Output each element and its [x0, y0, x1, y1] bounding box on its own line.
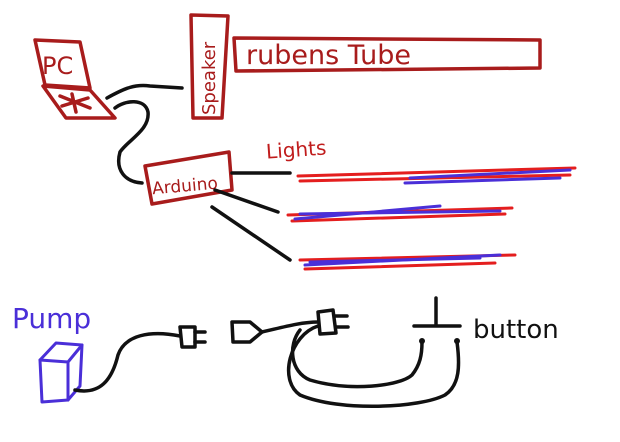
pump-label: Pump	[12, 302, 91, 335]
plug-1	[178, 325, 207, 349]
speaker-box	[189, 13, 230, 120]
rubens-tube-label: rubens Tube	[246, 40, 411, 71]
speaker: Speaker	[189, 13, 230, 120]
rubens-tube-box	[232, 36, 542, 73]
push-button	[412, 296, 462, 344]
light-strip-3	[298, 253, 517, 271]
wire-arduino-light-2	[213, 188, 280, 214]
wire-pc-speaker	[105, 83, 184, 100]
pc-screen	[33, 38, 92, 90]
arduino: Arduino	[143, 150, 234, 206]
lights-label: Lights	[265, 135, 327, 163]
button-label: button	[473, 315, 559, 345]
arduino-box	[143, 150, 234, 206]
pc-keys	[58, 92, 92, 114]
wire-socket-plug	[260, 320, 320, 334]
pc-label: PC	[42, 52, 73, 80]
pc-laptop: PC	[33, 38, 117, 120]
light-strip-1	[296, 166, 577, 185]
wire-loop-inner	[290, 328, 424, 389]
light-strip-2	[286, 204, 514, 223]
speaker-label: Speaker	[199, 41, 220, 115]
rubens-tube: rubens Tube	[232, 36, 542, 73]
pump-box	[38, 341, 84, 404]
plug-3	[316, 308, 350, 336]
wire-pump-plug	[73, 331, 182, 393]
wire-arduino-light-3	[210, 205, 292, 262]
wire-pc-arduino	[113, 100, 150, 185]
pc-keyboard	[41, 84, 117, 120]
socket-plug-2	[230, 320, 264, 344]
wire-loop-outer	[286, 324, 461, 409]
